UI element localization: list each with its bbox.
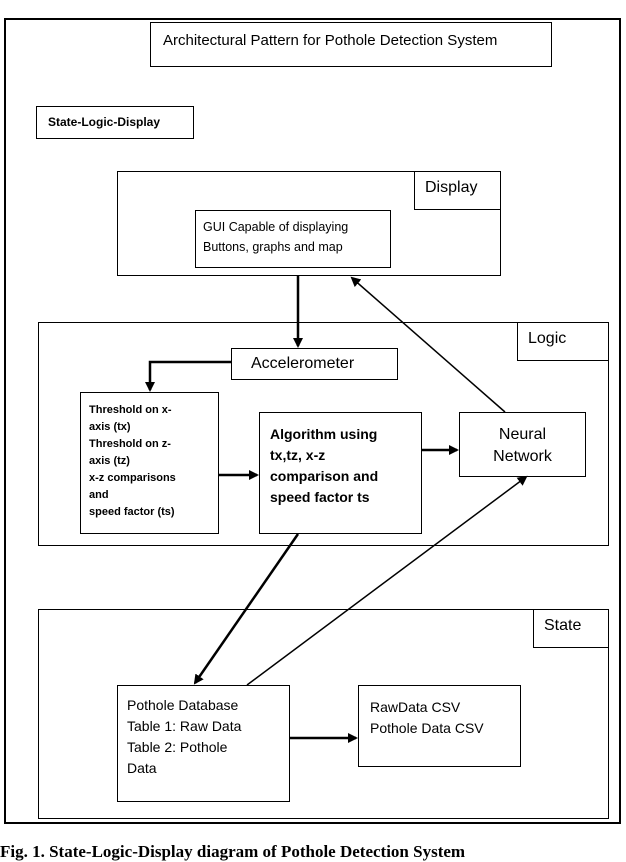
logic-label: Logic (528, 330, 567, 347)
state-label: State (544, 617, 582, 634)
pattern-label: State-Logic-Display (48, 115, 161, 129)
display-tag: Display (414, 171, 501, 210)
arrow-accelerometer-to-threshold (145, 360, 231, 392)
figure-caption: Fig. 1. State-Logic-Display diagram of P… (0, 842, 466, 861)
csv-text: RawData CSV Pothole Data CSV (370, 699, 484, 736)
arrow-database-to-neural (246, 475, 528, 686)
arrow-algorithm-to-database (193, 533, 300, 685)
gui-text: GUI Capable of displaying Buttons, graph… (203, 220, 349, 254)
accelerometer-box: Accelerometer (231, 348, 398, 380)
display-section (117, 171, 501, 276)
accelerometer-label: Accelerometer (251, 355, 355, 372)
pothole-database-box: Pothole Database Table 1: Raw Data Table… (117, 685, 290, 802)
threshold-text: Threshold on x- axis (tx) Threshold on z… (89, 404, 176, 518)
title-box: Architectural Pattern for Pothole Detect… (150, 22, 552, 67)
csv-box: RawData CSV Pothole Data CSV (358, 685, 521, 767)
algorithm-text: Algorithm using tx,tz, x-z comparison an… (270, 426, 379, 505)
neural-network-box: Neural Network (459, 412, 586, 477)
diagram-title: Architectural Pattern for Pothole Detect… (163, 32, 498, 49)
logic-section (38, 322, 609, 546)
algorithm-box: Algorithm using tx,tz, x-z comparison an… (259, 412, 422, 534)
logic-tag: Logic (517, 322, 609, 361)
pothole-database-text: Pothole Database Table 1: Raw Data Table… (127, 697, 242, 776)
arrow-neural-to-display (350, 276, 506, 413)
display-label: Display (425, 179, 478, 196)
pattern-label-box: State-Logic-Display (36, 106, 194, 139)
threshold-box: Threshold on x- axis (tx) Threshold on z… (80, 392, 219, 534)
diagram-frame (4, 18, 621, 824)
state-section (38, 609, 609, 819)
neural-network-text: Neural Network (493, 426, 552, 465)
state-tag: State (533, 609, 609, 648)
gui-box: GUI Capable of displaying Buttons, graph… (195, 210, 391, 268)
